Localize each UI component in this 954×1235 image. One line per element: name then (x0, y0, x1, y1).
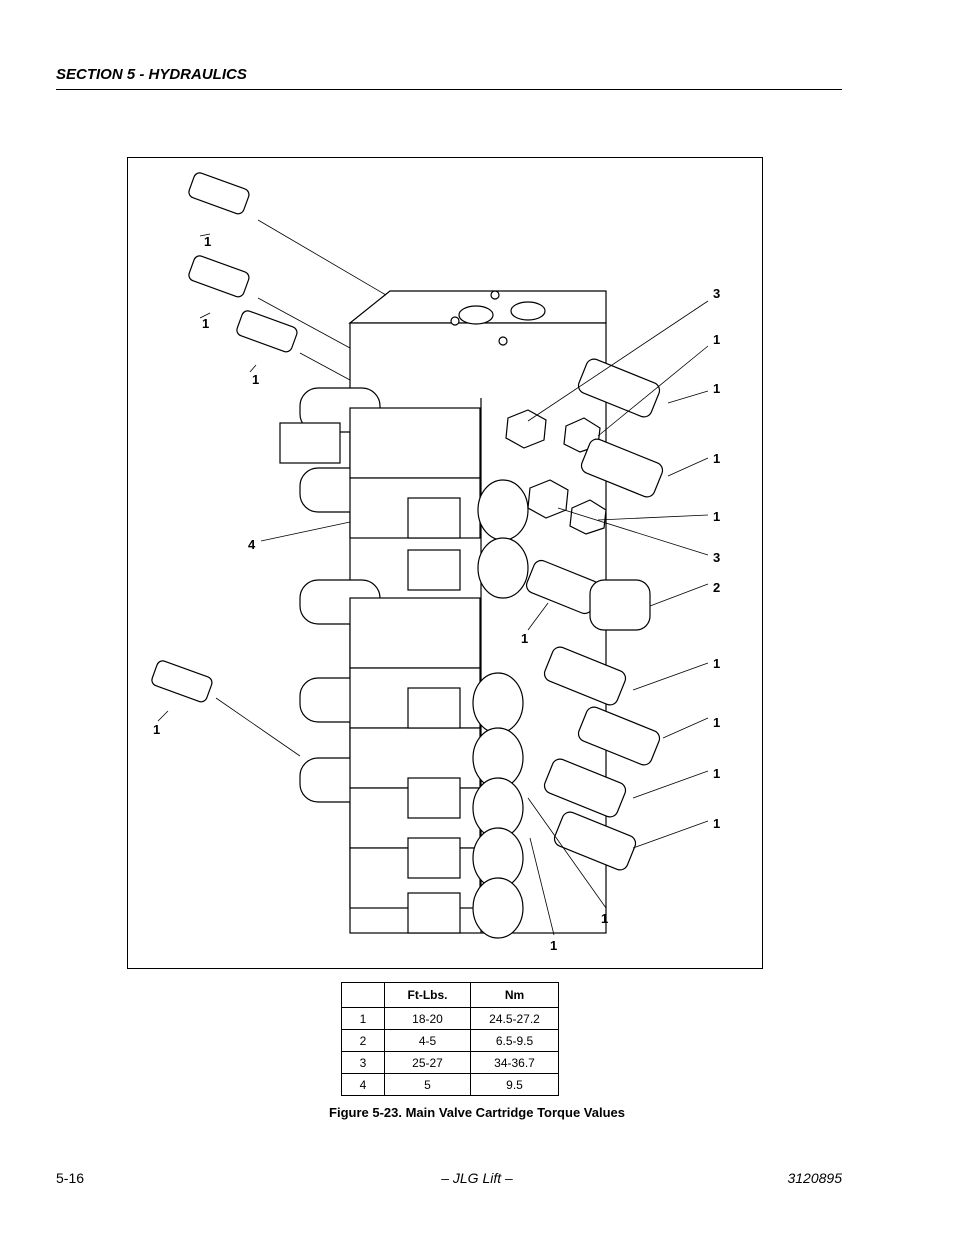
leader-lines (157, 219, 709, 936)
table-cell: 4 (341, 1073, 385, 1096)
callout-label: 1 (713, 451, 720, 466)
table-cell: 2 (341, 1029, 385, 1052)
callout-label: 1 (601, 911, 608, 926)
document-number: 3120895 (787, 1170, 842, 1186)
table-cell: 1 (341, 1007, 385, 1030)
table-row: 4 5 9.5 (341, 1073, 559, 1096)
left-cartridges (151, 172, 298, 703)
callout-label: 1 (713, 332, 720, 347)
section-header: SECTION 5 - HYDRAULICS (56, 66, 247, 83)
callout-label: 1 (204, 234, 211, 249)
table-cell: 25-27 (384, 1051, 471, 1074)
torque-table: Ft-Lbs. Nm 1 18-20 24.5-27.2 2 4-5 6.5-9… (341, 982, 559, 1096)
callout-label: 1 (713, 816, 720, 831)
column-header: Ft-Lbs. (384, 982, 471, 1008)
column-header (341, 982, 385, 1008)
footer-brand: – JLG Lift – (441, 1170, 513, 1186)
callout-label: 1 (550, 938, 557, 953)
table-cell: 18-20 (384, 1007, 471, 1030)
upper-solenoids (279, 387, 529, 599)
callout-label: 2 (713, 580, 720, 595)
page-number: 5-16 (56, 1170, 85, 1186)
valve-diagram: 1 1 1 4 1 3 1 1 1 1 3 2 1 1 1 1 1 1 1 (127, 157, 763, 969)
table-cell: 3 (341, 1051, 385, 1074)
lower-solenoids (299, 579, 524, 939)
callout-label: 3 (713, 286, 720, 301)
callout-label: 1 (202, 316, 209, 331)
callout-label: 1 (713, 766, 720, 781)
table-cell: 9.5 (470, 1073, 559, 1096)
table-header-row: Ft-Lbs. Nm (341, 982, 559, 1008)
figure-caption: Figure 5-23. Main Valve Cartridge Torque… (329, 1105, 625, 1120)
callout-label: 1 (252, 372, 259, 387)
callout-label: 1 (713, 656, 720, 671)
valve-illustration: 1 1 1 4 1 3 1 1 1 1 3 2 1 1 1 1 1 1 1 (151, 172, 720, 953)
header-rule (56, 89, 842, 90)
table-row: 2 4-5 6.5-9.5 (341, 1029, 559, 1052)
callout-label: 1 (713, 381, 720, 396)
table-row: 3 25-27 34-36.7 (341, 1051, 559, 1074)
callout-label: 1 (521, 631, 528, 646)
table-row: 1 18-20 24.5-27.2 (341, 1007, 559, 1030)
callout-label: 1 (713, 715, 720, 730)
table-cell: 24.5-27.2 (470, 1007, 559, 1030)
column-header: Nm (470, 982, 559, 1008)
table-cell: 34-36.7 (470, 1051, 559, 1074)
table-cell: 4-5 (384, 1029, 471, 1052)
callout-label: 1 (153, 722, 160, 737)
callout-label: 1 (713, 509, 720, 524)
table-cell: 5 (384, 1073, 471, 1096)
table-cell: 6.5-9.5 (470, 1029, 559, 1052)
callout-label: 3 (713, 550, 720, 565)
callout-label: 4 (248, 537, 256, 552)
